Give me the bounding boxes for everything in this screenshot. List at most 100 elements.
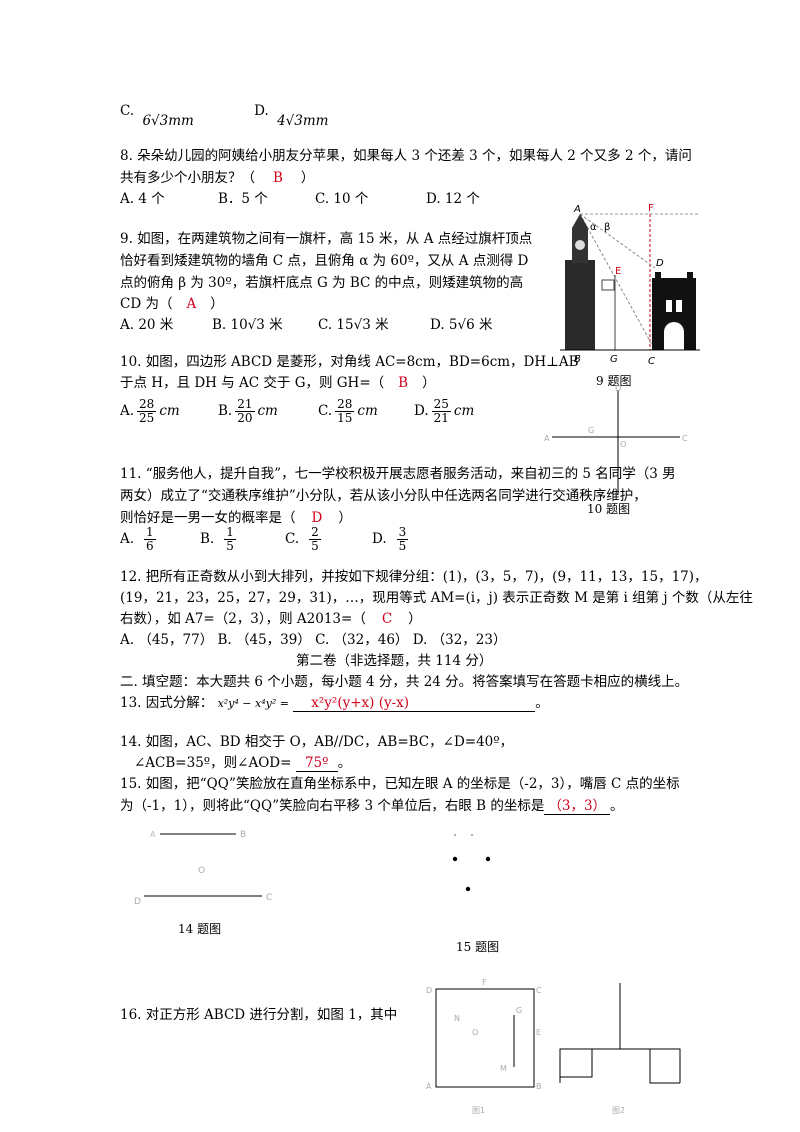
q15-answer: （3，3）: [544, 794, 611, 815]
q9-label-d: D: [656, 258, 664, 269]
q14-answer: 75º: [295, 755, 338, 772]
q9-option-c: C. 15√3 米: [318, 317, 389, 333]
q16-label-a: A: [426, 1082, 432, 1091]
q10-label-c: C: [682, 434, 688, 443]
q10-label-d: D: [615, 385, 621, 393]
q9-label-c: C: [648, 356, 655, 367]
q16-fig2-right-block: [649, 1049, 680, 1084]
q10-figure: A C G O D: [544, 385, 688, 495]
q7-options: C. 6√3mm D. 4√3mm: [120, 103, 329, 129]
q10-caption: 10 题图: [587, 502, 631, 516]
q14-label-o: O: [198, 866, 205, 876]
q9-tall-building: [565, 214, 595, 350]
q9-short-building: [652, 272, 696, 350]
q9-label-b: B: [574, 354, 581, 365]
q10-line2: 于点 H，且 DH 与 AC 交于 G，则 GH=（B）: [120, 375, 436, 391]
q9-figure: A α β F D E B G C: [560, 203, 700, 367]
q9-label-e: E: [615, 266, 621, 277]
q16-figure-2: 图2: [559, 983, 681, 1115]
q15-caption: 15 题图: [456, 940, 500, 954]
q9-sightline-d: [579, 213, 656, 269]
q8-option-b: B．5 个: [218, 191, 268, 207]
q16-label-o: O: [472, 1028, 478, 1037]
q16-label-g: G: [516, 1006, 522, 1015]
section2-title: 第二卷（非选择题，共 114 分）: [296, 653, 493, 669]
q16-label-b: B: [536, 1082, 542, 1091]
q8-option-d: D. 12 个: [426, 191, 480, 207]
q11-line1: 11. “服务他人，提升自我”，七一学校积极开展志愿者服务活动，来自初三的 5 …: [120, 466, 676, 482]
q15-line2: 为（-1，1），则将此“QQ”笑脸向右平移 3 个单位后，右眼 B 的坐标是（3…: [120, 794, 624, 815]
q15-line1: 15. 如图，把“QQ”笑脸放在直角坐标系中，已知左眼 A 的坐标是（-2，3）…: [120, 776, 680, 792]
q14-label-a: A: [150, 830, 156, 839]
q15-dot: [454, 834, 456, 836]
q16-line1: 16. 对正方形 ABCD 进行分割，如图 1，其中: [120, 1007, 398, 1023]
q14-line1: 14. 如图，AC、BD 相交于 O，AB//DC，AB=BC，∠D=40º，: [120, 734, 514, 750]
q9-option-a: A. 20 米: [120, 317, 174, 333]
q13-answer: x²y²(y+x) (y-x): [293, 695, 536, 712]
q9-label-f: F: [648, 203, 654, 214]
q14-caption: 14 题图: [178, 922, 222, 936]
q16-label-e: E: [536, 1028, 541, 1037]
q9-line2: 恰好看到矮建筑物的墙角 C 点，且俯角 α 为 60º，又从 A 点测得 D: [120, 253, 529, 269]
q9-line3: 点的俯角 β 为 30º，若旗杆底点 G 为 BC 的中点，则矮建筑物的高: [120, 275, 524, 291]
q10-label-a: A: [544, 434, 550, 443]
q9-option-b: B. 10√3 米: [212, 317, 283, 333]
q8-option-a: A. 4 个: [120, 191, 165, 207]
q16-square: [435, 988, 535, 1088]
q10-label-o: O: [620, 440, 626, 449]
q12-options: A. （45，77） B. （45，39） C. （32，46） D. （32，…: [120, 632, 507, 648]
q9-line1: 9. 如图，在两建筑物之间有一旗杆，高 15 米，从 A 点经过旗杆顶点: [120, 231, 533, 247]
q8-option-c: C. 10 个: [315, 191, 369, 207]
q14-label-c: C: [266, 893, 272, 903]
q8-line2: 共有多少个小朋友？（B）: [120, 170, 315, 186]
q15-figure: [452, 834, 491, 892]
q16-label-n: N: [454, 1014, 460, 1023]
q11-line2: 两女）成立了“交通秩序维护”小分队，若从该小分队中任选两名同学进行交通秩序维护，: [120, 488, 647, 504]
q12-line1: 12. 把所有正奇数从小到大排列，并按如下规律分组：(1)，(3，5，7)，(9…: [120, 569, 708, 585]
q9-option-d: D. 5√6 米: [430, 317, 493, 333]
q14-label-d: D: [134, 897, 141, 907]
q9-label-a: A: [573, 204, 581, 215]
q9-caption: 9 题图: [596, 374, 632, 388]
q16-figure-1: D F C N G O E M A B 图1: [426, 978, 542, 1115]
q16-fig1-caption: 图1: [472, 1106, 485, 1115]
q9-line4: CD 为（A）: [120, 296, 224, 312]
q8-line1: 8. 朵朵幼儿园的阿姨给小朋友分苹果，如果每人 3 个还差 3 个，如果每人 2…: [120, 148, 692, 164]
q10-label-g: G: [588, 426, 594, 435]
q8-answer: B: [273, 170, 283, 186]
section2-intro: 二. 填空题：本大题共 6 个小题，每小题 4 分，共 24 分。将答案填写在答…: [120, 674, 689, 690]
q9-label-alpha: α: [590, 222, 597, 233]
q16-label-c: C: [536, 986, 542, 995]
q11-line3: 则恰好是一男一女的概率是（D）: [120, 510, 352, 526]
q16-label-m: M: [500, 1064, 507, 1073]
q9-label-g: G: [610, 354, 618, 365]
q16-fig2-caption: 图2: [612, 1106, 625, 1115]
q9-answer: A: [186, 296, 197, 312]
q16-label-d: D: [426, 986, 432, 995]
q10-answer: B: [398, 375, 409, 391]
q16-fig2-outline: [559, 1048, 681, 1083]
q15-left-eye: [452, 856, 458, 862]
q9-label-beta: β: [604, 222, 610, 233]
q11-answer: D: [311, 510, 323, 526]
q9-flag: [601, 279, 615, 291]
q9-sightline-c: [579, 213, 656, 351]
q13-line: 13. 因式分解： x²y⁴ − x⁴y² = x²y²(y+x) (y-x)。: [120, 695, 549, 712]
q16-label-f: F: [482, 978, 487, 987]
q16-fig2-left-block: [560, 1049, 593, 1078]
q10-line1: 10. 如图，四边形 ABCD 是菱形，对角线 AC=8cm，BD=6cm，DH…: [120, 354, 579, 370]
q12-line2: (19，21，23，25，27，29，31)，…，现用等式 AM=(i，j) 表…: [120, 590, 753, 606]
q14-label-b: B: [240, 830, 246, 840]
q14-figure: A B O D C: [134, 830, 272, 907]
q15-right-eye: [485, 856, 491, 862]
q15-mouth: [465, 886, 471, 892]
q15-dot: [471, 834, 473, 836]
